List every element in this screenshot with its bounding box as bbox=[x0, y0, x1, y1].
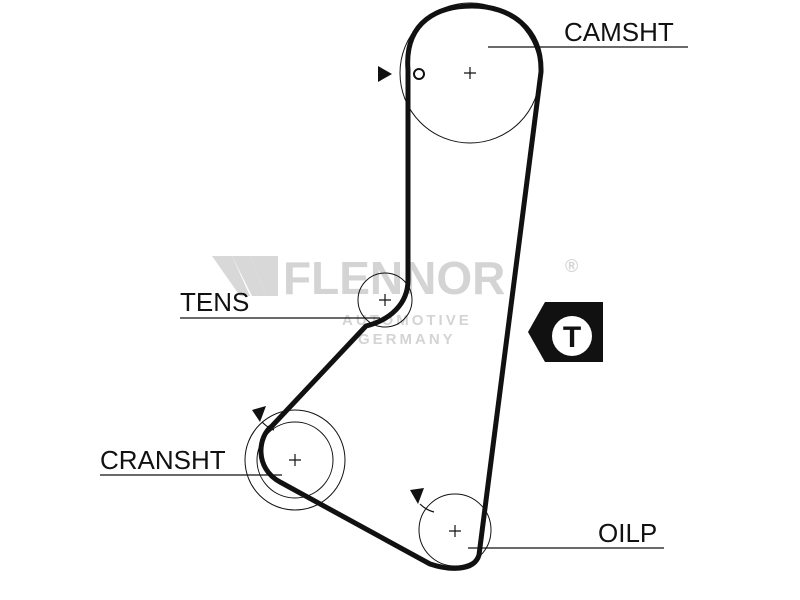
watermark: FLENNOR ® AUTOMOTIVE GERMANY bbox=[212, 252, 578, 348]
crankshaft-timing-mark-icon bbox=[261, 421, 275, 431]
oil-pump-timing-mark-icon bbox=[419, 503, 435, 513]
camshaft-timing-arrow-icon bbox=[378, 66, 392, 82]
timing-belt bbox=[258, 3, 544, 571]
crankshaft-center-cross-icon bbox=[289, 454, 301, 466]
camshaft-label: CAMSHT bbox=[564, 17, 674, 47]
crankshaft-timing-arrow-icon bbox=[252, 406, 266, 422]
tensioner-pulley bbox=[357, 272, 413, 328]
tension-badge-letter: T bbox=[563, 321, 581, 354]
watermark-line1: AUTOMOTIVE bbox=[342, 312, 472, 329]
pulley-centers bbox=[289, 67, 476, 537]
oil-pump-label: OILP bbox=[598, 518, 657, 548]
oil-pump-timing-arrow-icon bbox=[410, 488, 424, 504]
camshaft-timing-dot-icon bbox=[413, 68, 425, 80]
watermark-line2: GERMANY bbox=[358, 331, 456, 348]
oil-pump-center-cross-icon bbox=[449, 525, 461, 537]
tensioner-center-cross-icon bbox=[379, 294, 391, 306]
watermark-logo-icon bbox=[212, 256, 278, 296]
tension-badge-circle bbox=[552, 316, 592, 356]
watermark-registered: ® bbox=[565, 256, 578, 276]
watermark-brand: FLENNOR bbox=[283, 252, 505, 304]
crankshaft-label: CRANSHT bbox=[100, 445, 226, 475]
tensioner-label: TENS bbox=[180, 287, 249, 317]
crankshaft-pulley-outer bbox=[244, 409, 346, 511]
labels: CAMSHT TENS CRANSHT OILP bbox=[100, 17, 674, 548]
camshaft-center-cross-icon bbox=[464, 67, 476, 79]
crankshaft-pulley-inner bbox=[256, 421, 334, 499]
timing-marks bbox=[252, 66, 435, 513]
tension-badge: T bbox=[528, 302, 603, 362]
leader-lines bbox=[100, 46, 688, 549]
